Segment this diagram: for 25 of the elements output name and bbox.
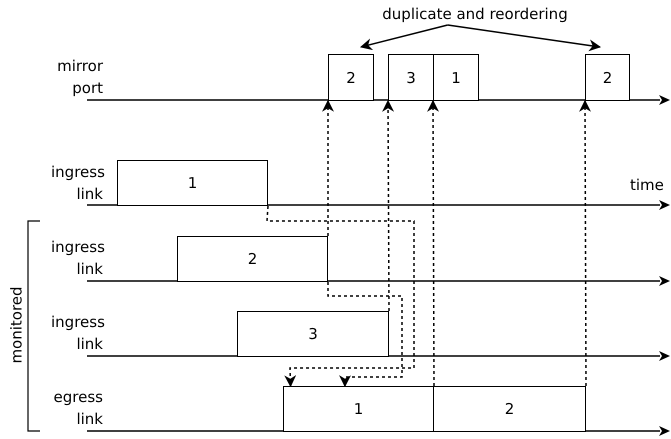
row-label: egress link xyxy=(52,387,103,430)
dashed-arrow xyxy=(322,100,334,236)
packet-box: 3 xyxy=(388,54,434,101)
packet-box: 1 xyxy=(283,386,434,432)
packet-box: 2 xyxy=(177,236,328,282)
arrow xyxy=(448,24,602,52)
dashed-arrow xyxy=(579,100,592,386)
dashed-arrow xyxy=(427,100,440,386)
row-label: ingress link xyxy=(51,162,103,205)
packet-box: 2 xyxy=(433,386,586,432)
dashed-arrow xyxy=(266,206,415,388)
packet-box: 2 xyxy=(328,54,374,101)
packet-box: 3 xyxy=(237,311,389,357)
axis-label: time xyxy=(630,176,664,194)
annotation-text: duplicate and reordering xyxy=(382,5,568,23)
dashed-arrow xyxy=(327,282,403,388)
group-label: monitored xyxy=(8,286,26,364)
packet-box: 1 xyxy=(117,160,268,206)
dashed-arrow xyxy=(382,100,394,311)
row-label: mirror port xyxy=(56,56,103,99)
packet-box: 2 xyxy=(585,54,630,101)
packet-box: 1 xyxy=(433,54,479,101)
row-label: ingress link xyxy=(51,312,103,355)
arrow xyxy=(360,24,448,50)
row-label: ingress link xyxy=(51,237,103,280)
